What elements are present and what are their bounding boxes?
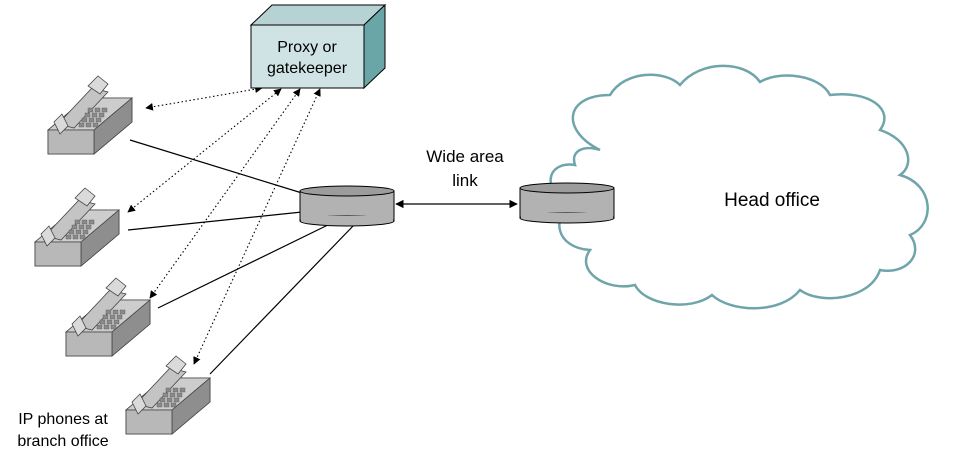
link-phone-3 xyxy=(157,221,335,309)
phones-caption-line2: branch office xyxy=(17,433,108,450)
head-office-router-icon xyxy=(519,182,615,224)
cloud-icon xyxy=(549,64,929,310)
head-office-label: Head office xyxy=(724,190,820,211)
branch-router-icon xyxy=(299,185,395,227)
proxy-label-line1: Proxy or xyxy=(277,39,337,56)
signal-phone-1 xyxy=(145,85,263,111)
phone-icon xyxy=(47,75,133,155)
server-box-icon xyxy=(249,3,387,90)
signalling-lines xyxy=(127,85,321,365)
link-phone-2 xyxy=(127,211,303,231)
signal-phone-3 xyxy=(149,88,301,299)
signal-phone-4 xyxy=(193,88,321,365)
wan-label-line2: link xyxy=(452,171,478,190)
phone-icon xyxy=(34,187,120,267)
phones-caption-line1: IP phones at xyxy=(18,411,108,428)
phone-icon xyxy=(125,355,211,435)
wan-label-line1: Wide area xyxy=(426,147,504,166)
phone-router-links xyxy=(127,139,355,375)
phone-icon xyxy=(65,277,151,357)
proxy-label-line2: gatekeeper xyxy=(267,60,348,77)
